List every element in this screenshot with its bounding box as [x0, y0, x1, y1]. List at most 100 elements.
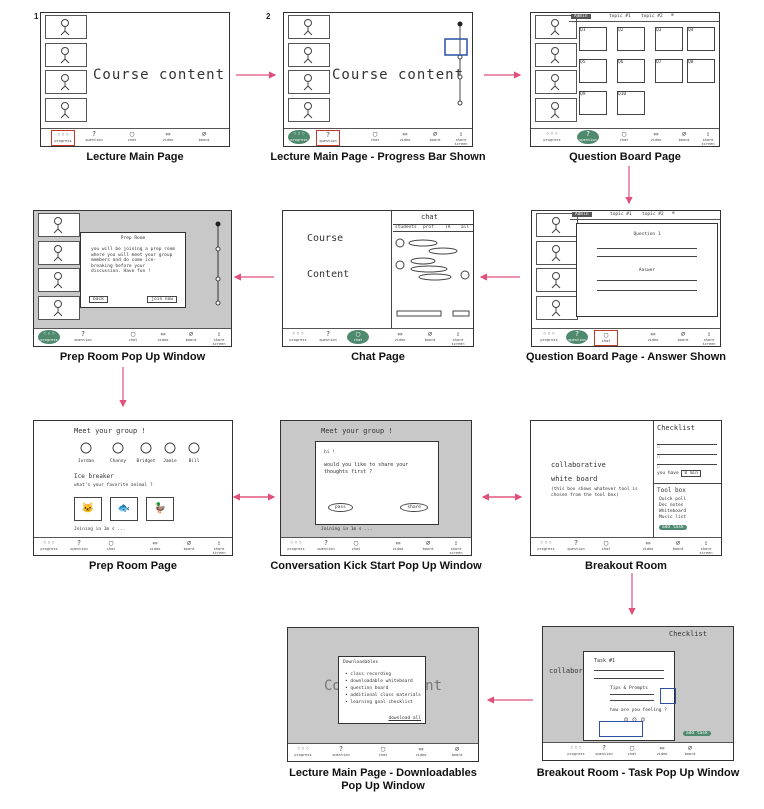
question-card[interactable]: Q2 [617, 27, 645, 51]
question-card[interactable]: Q7 [655, 59, 683, 83]
member-avatar[interactable]: Channy [106, 441, 130, 464]
question-button[interactable]: ?question [74, 330, 92, 342]
progress-button[interactable]: ◦◦◦progress [287, 539, 305, 551]
progress-button[interactable]: ◦◦◦progress [38, 330, 60, 344]
progress-button[interactable]: ◦◦◦progress [40, 539, 58, 551]
chat-button[interactable]: ▢chat [378, 745, 388, 757]
tab-admin[interactable]: Admin [572, 212, 592, 217]
download-all-link[interactable]: download all [388, 716, 421, 721]
tab-topic-2[interactable]: topic #2 [642, 212, 664, 217]
tab-admin[interactable]: Admin [571, 14, 591, 19]
progress-button[interactable]: ◦◦◦progress [537, 539, 555, 551]
pass-button[interactable]: pass [328, 503, 353, 512]
video-button[interactable]: ▭video [647, 330, 659, 342]
add-tab-icon[interactable]: ⊕ [671, 13, 674, 18]
tool-item[interactable]: Whiteboard [659, 509, 687, 514]
share-screen-button[interactable]: ⇪share screen [451, 330, 465, 346]
download-item[interactable]: • question board [345, 686, 389, 691]
board-button[interactable]: ⌀board [451, 745, 463, 757]
share-screen-button[interactable]: ⇪share screen [449, 539, 463, 555]
tab-topic-1[interactable]: topic #1 [609, 14, 631, 19]
video-button[interactable]: ▭video [157, 330, 169, 342]
add-task-button[interactable]: add task [659, 525, 687, 530]
video-button[interactable]: ▭video [399, 130, 411, 142]
video-button[interactable]: ▭video [650, 130, 662, 142]
chat-button[interactable]: ▢chat [128, 330, 138, 342]
question-button[interactable]: ?question [316, 130, 340, 146]
add-tab-icon[interactable]: ⊕ [672, 211, 675, 216]
chat-button[interactable]: ▢chat [351, 539, 361, 551]
question-button[interactable]: ?question [319, 330, 337, 342]
question-card[interactable]: Q6 [617, 59, 645, 83]
progress-button[interactable]: ◦◦◦progress [51, 130, 75, 146]
share-screen-button[interactable]: ⇪share screen [212, 330, 226, 346]
board-button[interactable]: ⌀board [185, 330, 197, 342]
fish-option[interactable]: 🐟 [110, 497, 138, 521]
chat-button[interactable]: ▢chat [594, 330, 618, 346]
share-screen-button[interactable]: ⇪share screen [212, 539, 226, 555]
board-button[interactable]: ⌀board [429, 130, 441, 142]
progress-button[interactable]: ◦◦◦progress [294, 745, 312, 757]
tab-topic-1[interactable]: topic #1 [610, 212, 632, 217]
share-screen-button[interactable]: ⇪share screen [702, 330, 716, 346]
question-button[interactable]: ?question [85, 130, 103, 142]
progress-button[interactable]: ◦◦◦progress [289, 330, 307, 342]
back-button[interactable]: back [89, 296, 108, 303]
checklist-item[interactable]: ☐ [657, 455, 717, 470]
chat-button[interactable]: ▢chat [127, 130, 137, 142]
question-button[interactable]: ?question [595, 744, 613, 756]
download-item[interactable]: • additional class materials [345, 693, 421, 698]
board-button[interactable]: ⌀board [684, 744, 696, 756]
board-button[interactable]: ⌀board [424, 330, 436, 342]
download-item[interactable]: • downloadable whiteboard [345, 679, 413, 684]
emoji-picker[interactable]: ☺ ☹ ☺ [624, 716, 646, 724]
tool-item[interactable]: Quick poll [659, 497, 687, 502]
share-button[interactable]: share [400, 503, 428, 512]
question-card[interactable]: Q3 [655, 27, 683, 51]
question-card[interactable]: Q4 [687, 27, 715, 51]
join-now-button[interactable]: join now [147, 296, 177, 303]
checklist-item[interactable]: ☐ [657, 435, 717, 450]
video-button[interactable]: ▭video [642, 539, 654, 551]
tab-prof[interactable]: prof [423, 225, 434, 230]
question-button[interactable]: ?question [70, 539, 88, 551]
board-button[interactable]: ⌀board [198, 130, 210, 142]
question-card[interactable]: Q10 [617, 91, 645, 115]
add-task-button[interactable]: add task [683, 731, 711, 736]
board-button[interactable]: ⌀board [183, 539, 195, 551]
question-button[interactable]: ?question [567, 539, 585, 551]
video-button[interactable]: ▭video [656, 744, 668, 756]
board-button[interactable]: ⌀board [422, 539, 434, 551]
video-button[interactable]: ▭video [162, 130, 174, 142]
member-avatar[interactable]: Jordan [74, 441, 98, 464]
chat-button[interactable]: ▢chat [627, 744, 637, 756]
board-button[interactable]: ⌀board [678, 130, 690, 142]
progress-bar[interactable] [444, 19, 468, 109]
chat-button[interactable]: ▢chat [370, 130, 380, 142]
share-screen-button[interactable]: ⇪share screen [699, 539, 713, 555]
chat-button[interactable]: ▢chat [601, 539, 611, 551]
tab-students[interactable]: students [395, 225, 417, 230]
chat-button[interactable]: ▢chat [347, 330, 369, 344]
board-button[interactable]: ⌀board [677, 330, 689, 342]
duck-option[interactable]: 🦆 [146, 497, 174, 521]
video-button[interactable]: ▭video [394, 330, 406, 342]
share-screen-button[interactable]: ⇪share screen [454, 130, 468, 146]
video-button[interactable]: ▭video [149, 539, 161, 551]
question-button[interactable]: ?question [577, 130, 599, 144]
member-avatar[interactable]: Jamie [158, 441, 182, 464]
member-avatar[interactable]: Bill [182, 441, 206, 464]
question-card[interactable]: Q8 [687, 59, 715, 83]
question-card[interactable]: Q9 [579, 91, 607, 115]
question-button[interactable]: ?question [566, 330, 588, 344]
video-button[interactable]: ▭video [415, 745, 427, 757]
video-button[interactable]: ▭video [392, 539, 404, 551]
tool-item[interactable]: Music list [659, 515, 687, 520]
download-item[interactable]: • class recording [345, 672, 392, 677]
question-card[interactable]: Q5 [579, 59, 607, 83]
cat-option[interactable]: 🐱 [74, 497, 102, 521]
checklist-item[interactable]: ☐ [657, 445, 717, 460]
progress-button[interactable]: ◦◦◦progress [567, 744, 585, 756]
tab-all[interactable]: all [461, 225, 470, 230]
tab-ta[interactable]: TA [445, 225, 451, 230]
